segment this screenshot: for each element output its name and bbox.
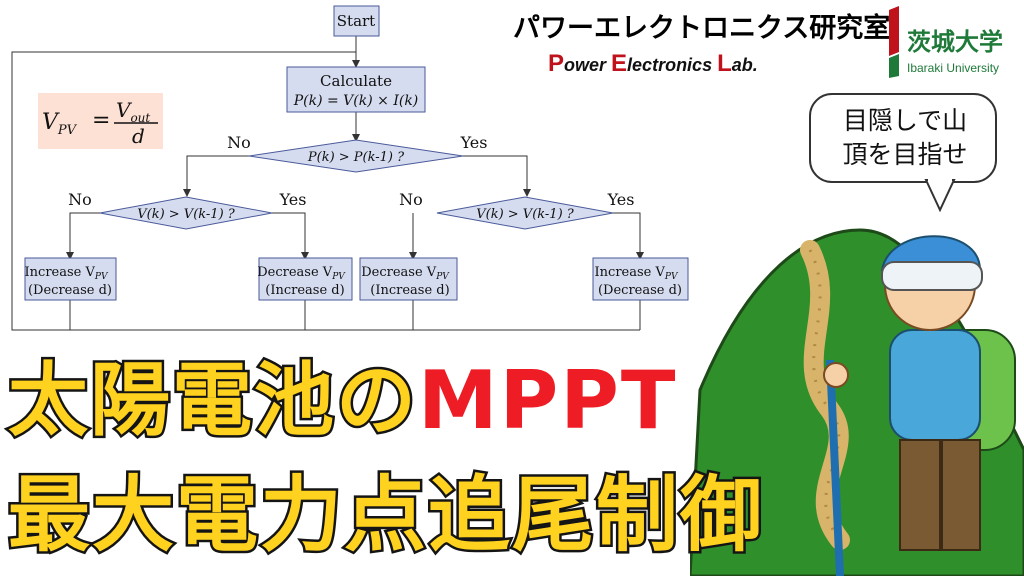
svg-text:(Increase d): (Increase d) [370,283,449,298]
action-box-decrease-v-right: Decrease VPV (Increase d) [359,257,458,301]
start-label: Start [337,12,375,30]
speech-bubble [809,93,997,212]
title-line-1: 太陽電池のMPPT [6,352,678,450]
decision-voltage-right-label: V(k) > V(k-1) ? [476,207,575,222]
equation-numerator: Vout [116,98,150,125]
hiker-illustration [690,228,1024,576]
yes-label: Yes [607,190,635,209]
svg-text:Increase VPV: Increase VPV [25,265,109,282]
university-logo: 茨城大学 Ibaraki University [889,6,1003,78]
svg-text:Decrease VPV: Decrease VPV [257,265,346,282]
yes-label: Yes [279,190,307,209]
svg-text:(Decrease d): (Decrease d) [598,283,682,298]
no-label: No [227,133,251,152]
start-box [333,5,380,37]
university-name-jp: 茨城大学 [907,28,1003,56]
title-line-2: 最大電力点追尾制御 [5,466,765,566]
university-name-en: Ibaraki University [907,61,999,75]
equation-box: VPV = Vout d [38,93,163,149]
flowchart-connectors [11,36,644,331]
action-box-increase-v-right: Increase VPV (Decrease d) [592,257,689,301]
lab-name-jp: パワーエレクトロニクス研究室 [513,13,891,44]
decision-voltage-left [99,196,273,230]
svg-text:Increase VPV: Increase VPV [595,265,679,282]
yes-label: Yes [460,133,488,152]
decision-voltage-right [436,196,614,230]
equation-denominator: d [132,124,145,148]
equation-equals: = [92,108,110,133]
equation-lhs: VPV [42,110,78,138]
decision-power [248,139,464,173]
decision-power-label: P(k) > P(k-1) ? [307,150,405,165]
action-box-decrease-v-left: Decrease VPV (Increase d) [257,257,353,301]
no-label: No [68,190,92,209]
speech-bubble-text: 目隠しで山 頂を目指せ [842,106,968,169]
calculate-box [286,66,426,113]
calculate-title: Calculate [320,72,392,90]
action-box-increase-v-left: Increase VPV (Decrease d) [24,257,117,301]
svg-text:Decrease VPV: Decrease VPV [361,265,450,282]
calculate-formula: P(k) = V(k) × I(k) [293,93,419,109]
no-label: No [399,190,423,209]
svg-text:(Decrease d): (Decrease d) [28,283,112,298]
svg-text:(Increase d): (Increase d) [265,283,344,298]
lab-name-en: Power Electronics Lab. [548,50,758,77]
decision-voltage-left-label: V(k) > V(k-1) ? [137,207,236,222]
